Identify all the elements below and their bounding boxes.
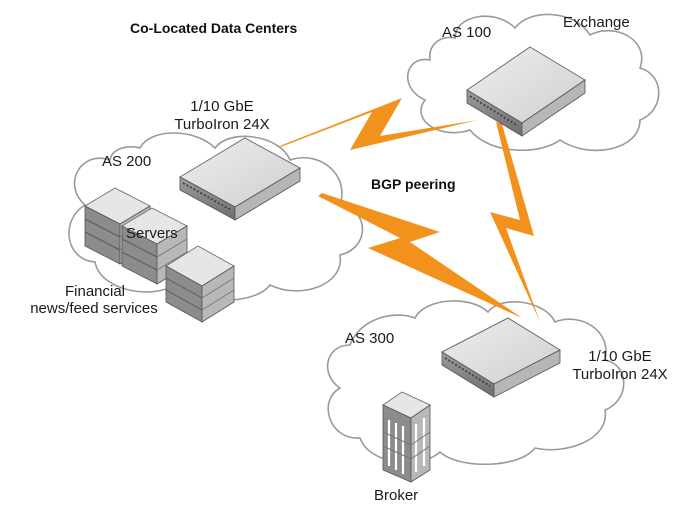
bgp-link-as200-as300 — [318, 193, 522, 318]
broker-label: Broker — [374, 487, 419, 504]
switch-as100 — [466, 46, 586, 137]
broker-building — [382, 391, 431, 483]
as200-label: AS 200 — [102, 153, 152, 170]
as200-switch-label-line2: TurboIron 24X — [174, 116, 270, 133]
financial-services-label-line2: news/feed services — [30, 300, 158, 317]
exchange-label: Exchange — [563, 14, 630, 31]
bgp-link-as100-as300 — [490, 122, 540, 322]
financial-services-label-line1: Financial — [64, 283, 126, 300]
servers-label: Servers — [126, 225, 178, 242]
bgp-peering-label: BGP peering — [371, 176, 456, 192]
as200-switch-label-line1: 1/10 GbE — [190, 98, 254, 115]
server-stack-right — [165, 245, 235, 323]
as100-label: AS 100 — [442, 24, 492, 41]
switch-as300 — [440, 317, 562, 398]
as300-switch-label-line2: TurboIron 24X — [572, 366, 668, 383]
as300-switch-label-line1: 1/10 GbE — [588, 348, 652, 365]
switch-as200 — [178, 137, 302, 221]
diagram-title: Co-Located Data Centers — [130, 20, 298, 36]
bgp-link-as200-as100 — [278, 98, 478, 150]
as300-label: AS 300 — [345, 330, 395, 347]
